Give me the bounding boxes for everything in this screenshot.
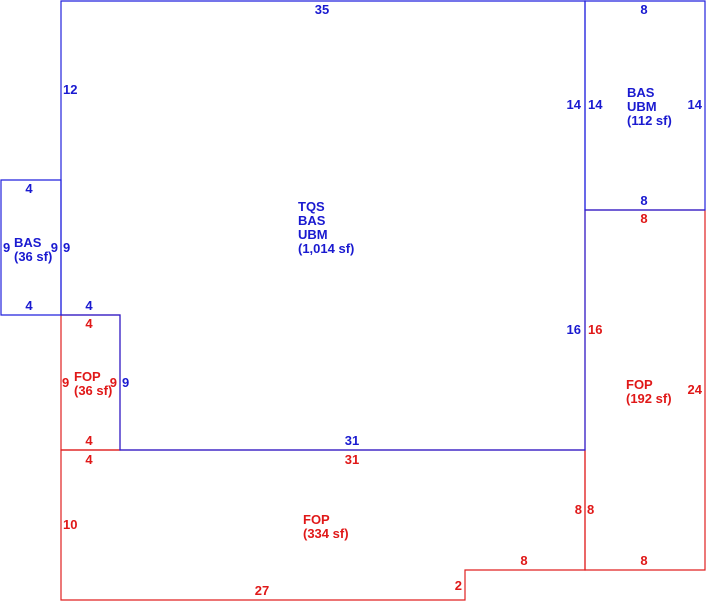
upper-right-bas-size: (112 sf)	[627, 113, 672, 128]
upper-right-bas-line1: BAS	[627, 85, 655, 100]
dim-lf-top: 4	[85, 316, 93, 331]
small-bas-outline	[0, 179, 62, 316]
dim-ur-top: 8	[640, 2, 647, 17]
dim-lf-left: 9	[62, 375, 69, 390]
dim-main-left: 12	[63, 82, 77, 97]
dim-bf-step: 2	[455, 578, 462, 593]
dim-ur-left: 14	[588, 97, 603, 112]
dim-sb-right: 9	[51, 240, 58, 255]
dim-ur-bottom: 8	[640, 193, 647, 208]
main-area-label: TQS BAS UBM (1,014 sf)	[298, 199, 354, 256]
dim-ur-right: 14	[688, 97, 703, 112]
dim-main-top: 35	[315, 2, 329, 17]
dim-sb-left: 9	[3, 240, 10, 255]
main-area-line3: UBM	[298, 227, 328, 242]
small-bas-label: BAS (36 sf)	[14, 235, 52, 264]
dim-sb-top: 4	[25, 181, 33, 196]
dim-lf-top-blue: 4	[85, 298, 93, 313]
dim-rf-top: 8	[640, 211, 647, 226]
small-bas-size: (36 sf)	[14, 249, 52, 264]
dim-bf-step-top: 8	[520, 553, 527, 568]
main-area-line1: TQS	[298, 199, 325, 214]
dim-lf-right: 9	[110, 375, 117, 390]
dim-bf-bottom: 27	[255, 583, 269, 598]
left-fop-line1: FOP	[74, 369, 101, 384]
upper-right-bas-label: BAS UBM (112 sf)	[627, 85, 672, 128]
main-area-size: (1,014 sf)	[298, 241, 354, 256]
dim-rf-right: 24	[688, 382, 703, 397]
dim-main-right-upper: 14	[567, 97, 582, 112]
dim-bf-right-a: 8	[575, 502, 582, 517]
right-fop-line1: FOP	[626, 377, 653, 392]
dim-lf-right-blue: 9	[122, 375, 129, 390]
right-fop-label: FOP (192 sf)	[626, 377, 672, 406]
left-fop-label: FOP (36 sf)	[74, 369, 112, 398]
left-fop-size: (36 sf)	[74, 383, 112, 398]
small-bas-line1: BAS	[14, 235, 42, 250]
dim-rf-bottom: 8	[640, 553, 647, 568]
bottom-fop-size: (334 sf)	[303, 526, 349, 541]
upper-right-bas-outline	[584, 0, 706, 211]
dim-lf-bottom: 4	[85, 433, 93, 448]
bottom-fop-line1: FOP	[303, 512, 330, 527]
dim-bf-top: 31	[345, 452, 359, 467]
main-area-line2: BAS	[298, 213, 326, 228]
dim-rf-left: 16	[588, 322, 602, 337]
dim-main-bottom: 31	[345, 433, 359, 448]
upper-right-bas-line2: UBM	[627, 99, 657, 114]
right-fop-size: (192 sf)	[626, 391, 672, 406]
dim-lf-bottom-red-below: 4	[85, 452, 93, 467]
dim-sb-right-outer: 9	[63, 240, 70, 255]
dim-bf-left: 10	[63, 517, 77, 532]
dim-sb-bottom: 4	[25, 298, 33, 313]
dim-main-right-lower: 16	[567, 322, 581, 337]
bottom-fop-label: FOP (334 sf)	[303, 512, 349, 541]
dim-bf-right-b: 8	[587, 502, 594, 517]
